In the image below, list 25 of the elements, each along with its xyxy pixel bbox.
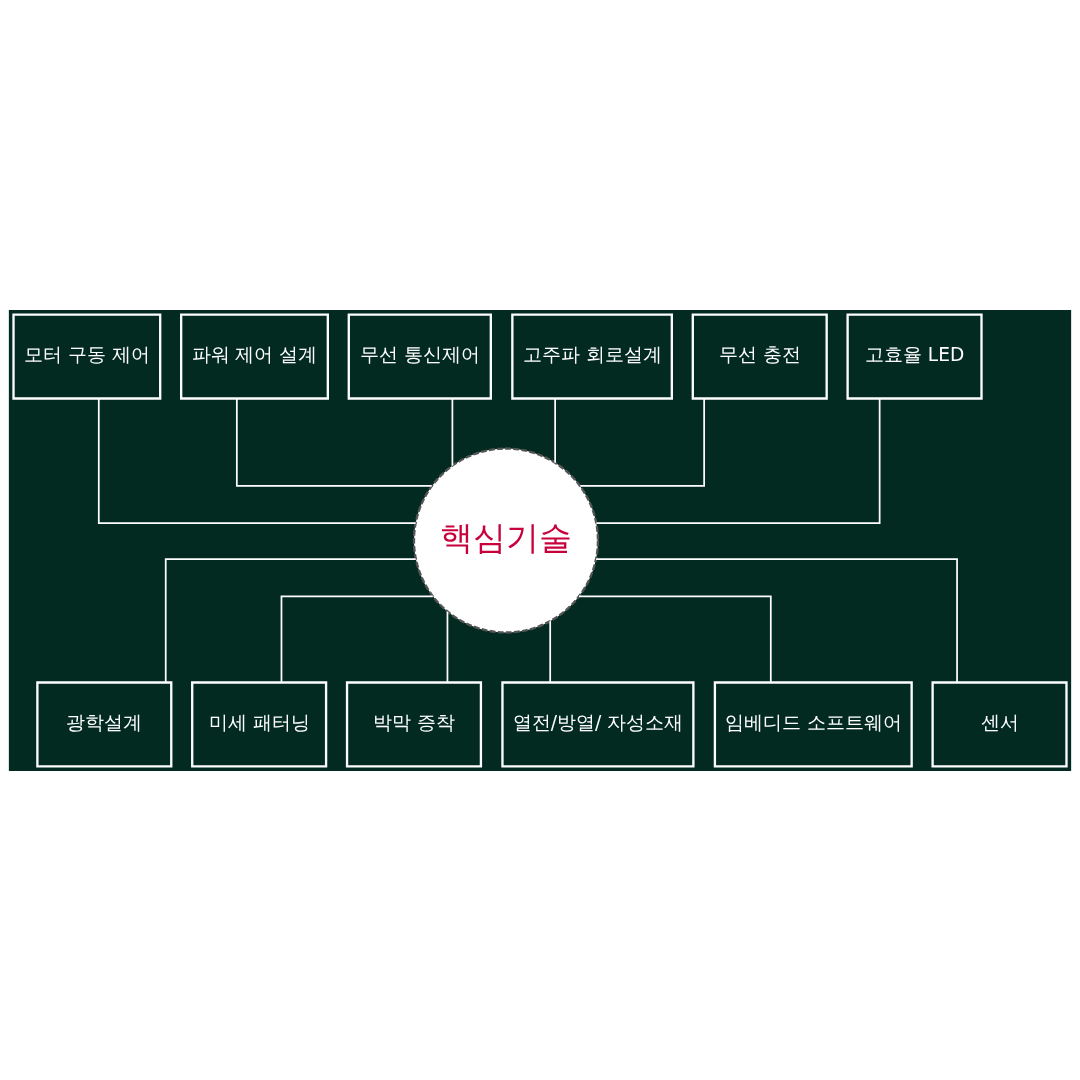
node-box: 고효율 LED xyxy=(846,313,983,400)
node-box: 무선 충전 xyxy=(691,313,828,400)
node-box: 파워 제어 설계 xyxy=(180,313,329,400)
connector xyxy=(235,397,433,487)
node-box: 임베디드 소프트웨어 xyxy=(713,680,913,767)
connector xyxy=(549,619,552,683)
connector xyxy=(446,610,449,683)
connector xyxy=(451,397,454,467)
connector xyxy=(595,557,958,683)
connector xyxy=(595,397,881,524)
node-box: 열전/방열/ 자성소재 xyxy=(501,680,695,767)
connector xyxy=(164,557,417,683)
node-box: 광학설계 xyxy=(36,680,173,767)
node-box: 미세 패터닝 xyxy=(191,680,328,767)
node-box: 무선 통신제어 xyxy=(347,313,492,400)
node-box: 모터 구동 제어 xyxy=(12,313,162,400)
node-box: 고주파 회로설계 xyxy=(511,313,673,400)
connector xyxy=(97,397,417,524)
node-box: 박막 증착 xyxy=(345,680,483,767)
connector xyxy=(554,397,556,464)
connector xyxy=(280,595,434,683)
connector xyxy=(579,397,705,487)
node-circle: 핵심기술 xyxy=(412,446,600,634)
connector xyxy=(578,595,772,683)
node-box: 센서 xyxy=(931,680,1068,767)
